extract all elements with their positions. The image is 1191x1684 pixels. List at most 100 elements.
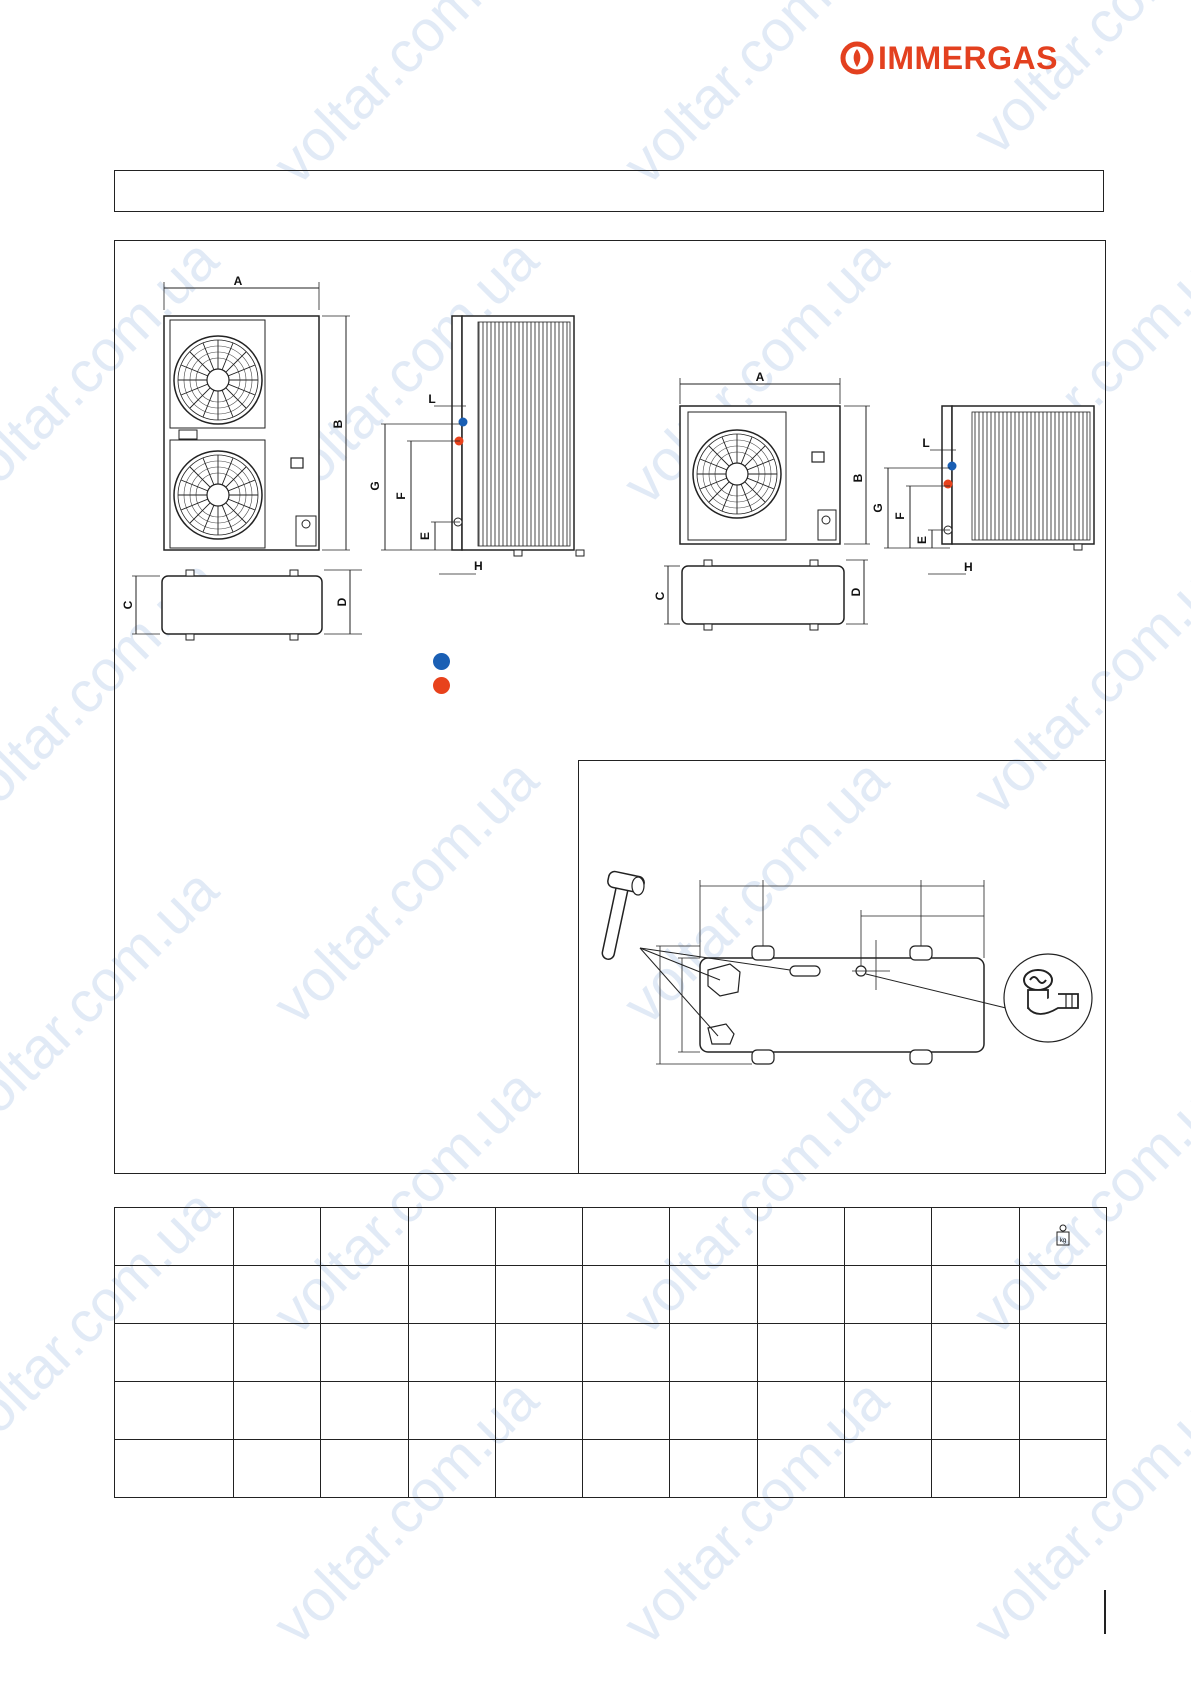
table-cell <box>320 1381 409 1440</box>
table-cell <box>494 1323 584 1382</box>
table-cell <box>931 1381 1020 1440</box>
drain-fitting-icon <box>1003 953 1093 1043</box>
table-cell <box>114 1439 234 1498</box>
table-cell <box>756 1323 846 1382</box>
legend-blue-dot <box>433 653 450 670</box>
large-unit-side-view: G F E L H <box>368 315 585 575</box>
table-cell <box>931 1265 1020 1324</box>
watermark: voltar.com.ua <box>610 0 901 197</box>
small-unit-front-view: A B C D <box>653 370 870 631</box>
drain-detail-drawing <box>601 870 1093 1065</box>
table-cell <box>494 1381 584 1440</box>
table-cell <box>844 1439 933 1498</box>
dim-label-g: G <box>368 481 382 490</box>
dim-label-b: B <box>331 419 345 428</box>
table-cell <box>756 1265 846 1324</box>
table-cell <box>320 1439 409 1498</box>
brand-name: IMMERGAS <box>878 39 1058 76</box>
dim-label-h-small: H <box>964 560 973 574</box>
table-cell <box>669 1381 758 1440</box>
small-unit-side-view: G F E L H <box>871 405 1095 575</box>
table-row <box>114 1323 1108 1382</box>
table-header-row: kg <box>114 1207 1108 1266</box>
table-header-cell <box>114 1207 234 1266</box>
table-header-cell <box>844 1207 933 1266</box>
dim-label-a: A <box>234 274 243 288</box>
table-row <box>114 1439 1108 1498</box>
table-row <box>114 1265 1108 1324</box>
table-cell <box>494 1265 584 1324</box>
hammer-icon <box>601 870 645 960</box>
table-header-cell <box>669 1207 758 1266</box>
dim-label-c-small: C <box>653 591 667 600</box>
table-header-cell <box>494 1207 584 1266</box>
table-cell <box>931 1439 1020 1498</box>
table-cell <box>931 1323 1020 1382</box>
table-cell <box>407 1439 496 1498</box>
table-cell <box>407 1381 496 1440</box>
table-cell <box>582 1439 671 1498</box>
table-cell <box>756 1439 846 1498</box>
table-cell <box>669 1439 758 1498</box>
weight-kg-text: kg <box>1060 1238 1066 1244</box>
watermark: voltar.com.ua <box>960 0 1191 167</box>
page-margin-rule <box>1104 1590 1106 1634</box>
table-cell <box>114 1381 234 1440</box>
table-cell <box>1018 1381 1108 1440</box>
table-cell <box>232 1265 322 1324</box>
table-header-cell <box>407 1207 496 1266</box>
dim-label-l: L <box>428 392 435 406</box>
dim-label-f: F <box>394 492 408 499</box>
weight-kg-icon: kg <box>1056 1224 1070 1246</box>
table-cell <box>1018 1439 1108 1498</box>
table-cell <box>407 1265 496 1324</box>
table-cell <box>320 1323 409 1382</box>
table-header-weight-cell: kg <box>1018 1207 1108 1266</box>
dim-label-d-small: D <box>849 587 863 596</box>
table-cell <box>844 1265 933 1324</box>
section-title-box <box>114 170 1104 212</box>
table-header-cell <box>582 1207 671 1266</box>
dim-label-g-small: G <box>871 503 885 512</box>
table-header-cell <box>320 1207 409 1266</box>
dim-label-e: E <box>418 532 432 540</box>
table-cell <box>756 1381 846 1440</box>
table-cell <box>232 1439 322 1498</box>
table-row <box>114 1381 1108 1440</box>
table-cell <box>669 1323 758 1382</box>
table-cell <box>232 1381 322 1440</box>
dim-label-h: H <box>474 559 483 573</box>
unit-drawings: A B C D <box>121 274 1095 641</box>
drain-detail-frame <box>578 760 1106 1174</box>
table-cell <box>669 1265 758 1324</box>
table-cell <box>1018 1323 1108 1382</box>
dim-label-b-small: B <box>851 473 865 482</box>
immergas-flame-icon <box>840 41 874 75</box>
table-cell <box>582 1381 671 1440</box>
table-cell <box>844 1381 933 1440</box>
table-header-cell <box>931 1207 1020 1266</box>
brand-logo: IMMERGAS <box>840 38 1110 78</box>
table-cell <box>114 1323 234 1382</box>
watermark: voltar.com.ua <box>260 0 551 197</box>
dim-label-a-small: A <box>756 370 765 384</box>
large-unit-front-view: A B C D <box>121 274 362 641</box>
dimension-figure-frame <box>114 240 1106 1174</box>
legend-red-dot <box>433 677 450 694</box>
dim-label-e-small: E <box>915 536 929 544</box>
table-cell <box>1018 1265 1108 1324</box>
dimension-table: kg <box>114 1207 1108 1498</box>
dim-label-c: C <box>121 600 135 609</box>
table-cell <box>844 1323 933 1382</box>
table-cell <box>494 1439 584 1498</box>
table-cell <box>232 1323 322 1382</box>
dim-label-d: D <box>335 597 349 606</box>
table-header-cell <box>232 1207 322 1266</box>
table-header-cell <box>756 1207 846 1266</box>
dim-label-f-small: F <box>893 512 907 519</box>
table-cell <box>114 1265 234 1324</box>
table-cell <box>582 1323 671 1382</box>
table-cell <box>407 1323 496 1382</box>
dim-label-l-small: L <box>922 436 929 450</box>
table-cell <box>582 1265 671 1324</box>
